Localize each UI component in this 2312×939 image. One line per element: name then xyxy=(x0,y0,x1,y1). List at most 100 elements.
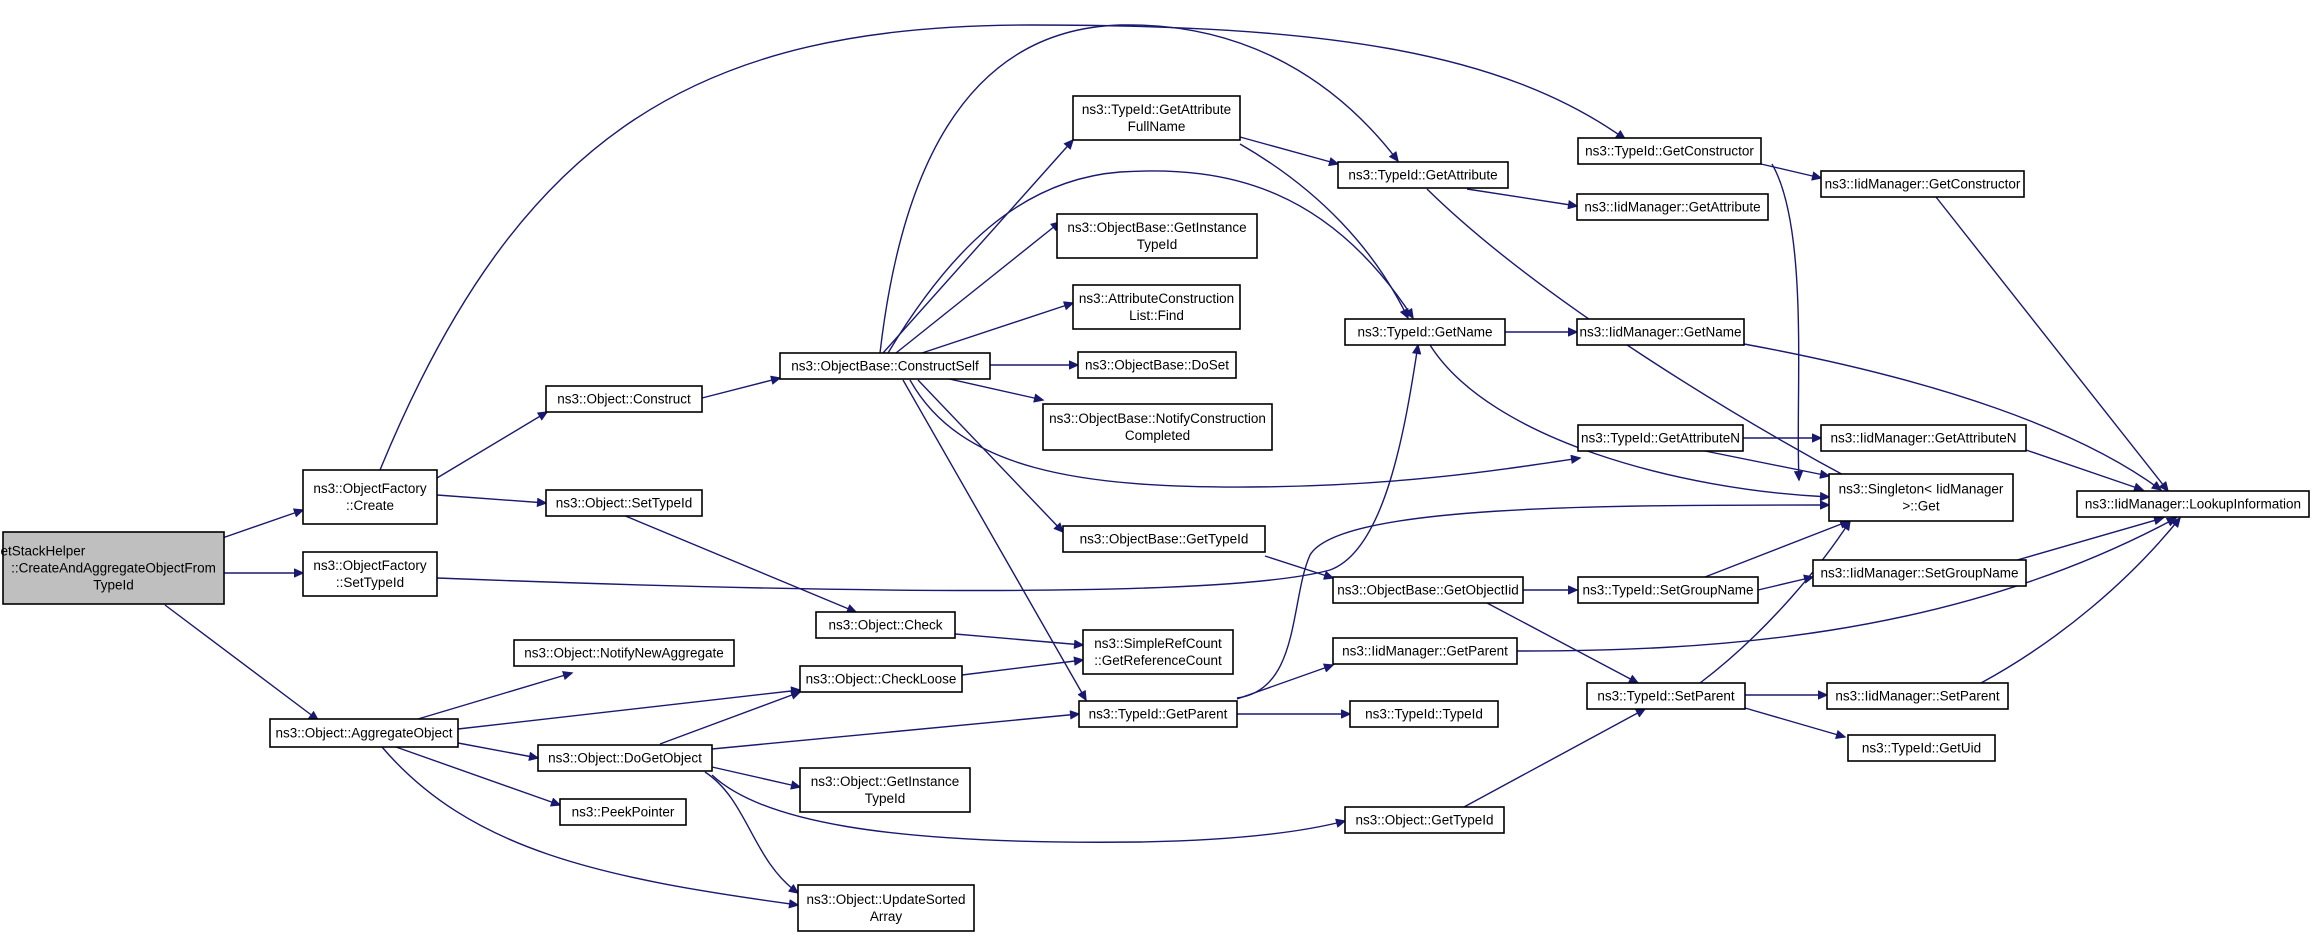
node-label-line: ::SetTypeId xyxy=(336,575,404,590)
node-obj-dogetobject[interactable]: ns3::Object::DoGetObject xyxy=(537,744,713,772)
node-label-line: ns3::InternetStackHelper xyxy=(0,544,86,559)
node-obj-gettypeid[interactable]: ns3::Object::GetTypeId xyxy=(1344,806,1505,834)
edge-objectfactory-create-to-typeid-getconstructor xyxy=(379,24,1625,471)
edge-constructself-to-typeid-getattribute xyxy=(879,24,1398,354)
node-box xyxy=(1576,318,1745,346)
node-tid-getname[interactable]: ns3::TypeId::GetName xyxy=(1344,318,1506,346)
node-label-line: ns3::IidManager::GetAttribute xyxy=(1584,200,1760,215)
node-iid-setgroupname[interactable]: ns3::IidManager::SetGroupName xyxy=(1812,559,2027,587)
edge-constructself-to-acl-find xyxy=(921,303,1073,354)
edge-constructself-to-ob-notifyconstruction xyxy=(944,377,1043,400)
node-tid-getattributen[interactable]: ns3::TypeId::GetAttributeN xyxy=(1577,424,1744,452)
node-label-line: ns3::Object::UpdateSorted xyxy=(806,892,965,907)
node-obj-construct[interactable]: ns3::Object::Construct xyxy=(545,385,703,413)
node-of-create[interactable]: ns3::ObjectFactory::Create xyxy=(302,469,438,525)
node-box xyxy=(545,489,703,517)
edge-iid-setgroupname-to-lookupinformation xyxy=(1999,518,2163,566)
node-tid-setgroupname[interactable]: ns3::TypeId::SetGroupName xyxy=(1577,576,1759,604)
node-iid-getattribute[interactable]: ns3::IidManager::GetAttribute xyxy=(1576,193,1769,221)
node-ob-notifyconstr[interactable]: ns3::ObjectBase::NotifyConstructionCompl… xyxy=(1042,403,1273,451)
edge-iid-getattributen-to-lookupinformation xyxy=(2025,449,2143,490)
node-tid-getparent[interactable]: ns3::TypeId::GetParent xyxy=(1078,700,1238,728)
node-iid-getparent[interactable]: ns3::IidManager::GetParent xyxy=(1332,637,1518,665)
edge-typeid-getparent-to-singleton-get xyxy=(1236,505,1829,699)
node-obj-notifynewagg[interactable]: ns3::Object::NotifyNewAggregate xyxy=(513,639,735,667)
edge-object-checkloose-to-getreferencecount xyxy=(961,660,1083,676)
node-ob-getobjectiid[interactable]: ns3::ObjectBase::GetObjectIid xyxy=(1332,576,1524,604)
node-singleton-get[interactable]: ns3::Singleton< IidManager >::Get xyxy=(1828,473,2014,522)
node-label-line: ns3::TypeId::TypeId xyxy=(1365,707,1483,722)
node-box xyxy=(1828,473,2014,522)
node-tid-getconstructor[interactable]: ns3::TypeId::GetConstructor xyxy=(1577,137,1762,165)
node-box xyxy=(1344,318,1506,346)
node-obj-settypeid[interactable]: ns3::Object::SetTypeId xyxy=(545,489,703,517)
edge-aggregateobject-to-peekpointer xyxy=(395,746,560,805)
node-box xyxy=(815,611,956,639)
edge-iid-getconstructor-to-lookupinformation xyxy=(1935,196,2168,491)
node-src-getrefcount[interactable]: ns3::SimpleRefCount::GetReferenceCount xyxy=(1082,629,1234,675)
node-of-settypeid[interactable]: ns3::ObjectFactory::SetTypeId xyxy=(302,551,438,597)
node-label-line: TypeId xyxy=(93,578,134,593)
node-box xyxy=(1812,559,2027,587)
edge-setgroupname-to-singleton-get xyxy=(1704,521,1849,578)
edge-object-settypeid-to-object-check xyxy=(622,514,856,612)
node-label-line: ns3::ObjectFactory xyxy=(313,558,427,573)
edge-getattributefullname-to-getname xyxy=(1239,143,1408,318)
node-tid-getattribute[interactable]: ns3::TypeId::GetAttribute xyxy=(1337,161,1509,189)
node-box xyxy=(1062,525,1266,553)
node-tid-getuid[interactable]: ns3::TypeId::GetUid xyxy=(1847,734,1996,762)
node-label-line: ns3::ObjectBase::GetInstance xyxy=(1067,220,1246,235)
node-iid-getname[interactable]: ns3::IidManager::GetName xyxy=(1576,318,1745,346)
edge-getattributen-to-singleton-get xyxy=(1699,449,1829,476)
node-box xyxy=(1577,424,1744,452)
node-label-line: ns3::IidManager::GetParent xyxy=(1342,644,1508,659)
node-label-line: ns3::TypeId::SetParent xyxy=(1597,689,1735,704)
node-box xyxy=(1072,95,1241,141)
edge-iid-getname-to-lookupinformation xyxy=(1743,343,2161,490)
node-ob-gettypeid[interactable]: ns3::ObjectBase::GetTypeId xyxy=(1062,525,1266,553)
node-box xyxy=(1820,170,2025,198)
edge-object-gettypeid-to-setparent xyxy=(1463,709,1645,808)
node-label-line: ns3::ObjectBase::GetObjectIid xyxy=(1337,583,1519,598)
node-iid-setparent[interactable]: ns3::IidManager::SetParent xyxy=(1826,682,2009,710)
node-label-line: ns3::ObjectBase::GetTypeId xyxy=(1080,532,1249,547)
edge-getconstructor-to-iid-getconstructor xyxy=(1760,163,1821,178)
node-label-line: ns3::Object::AggregateObject xyxy=(275,726,452,741)
node-label-line: ns3::ObjectFactory xyxy=(313,481,427,496)
node-tid-setparent[interactable]: ns3::TypeId::SetParent xyxy=(1586,682,1746,710)
node-obj-checkloose[interactable]: ns3::Object::CheckLoose xyxy=(799,665,963,693)
node-label-line: TypeId xyxy=(865,791,906,806)
node-obj-aggregate[interactable]: ns3::Object::AggregateObject xyxy=(269,718,459,748)
edge-setparent-to-singleton-get xyxy=(1699,521,1850,684)
node-box xyxy=(1349,700,1499,728)
node-label-line: TypeId xyxy=(1137,237,1178,252)
edge-object-check-to-getreferencecount xyxy=(954,633,1083,645)
node-iid-getconstructor[interactable]: ns3::IidManager::GetConstructor xyxy=(1820,170,2025,198)
node-label-line: ns3::Object::Construct xyxy=(557,392,691,407)
edge-getobjectiid-to-setparent xyxy=(1486,602,1638,683)
node-iid-lookupinfo[interactable]: ns3::IidManager::LookupInformation xyxy=(2076,490,2310,518)
node-box xyxy=(537,744,713,772)
edge-constructself-to-typeid-getname xyxy=(887,170,1413,354)
node-obj-check[interactable]: ns3::Object::Check xyxy=(815,611,956,639)
node-box xyxy=(1072,284,1241,330)
edge-aggregateobject-to-checkloose xyxy=(457,690,800,730)
node-iid-getattributen[interactable]: ns3::IidManager::GetAttributeN xyxy=(1820,424,2027,452)
node-box xyxy=(779,352,991,380)
node-ob-constructself[interactable]: ns3::ObjectBase::ConstructSelf xyxy=(779,352,991,380)
edge-dogetobject-to-updatesortedarray xyxy=(704,771,798,893)
node-box xyxy=(797,884,975,932)
node-label-line: ns3::Object::CheckLoose xyxy=(806,672,957,687)
node-label-line: ns3::Object::NotifyNewAggregate xyxy=(524,646,724,661)
node-peekpointer[interactable]: ns3::PeekPointer xyxy=(559,798,687,826)
node-box xyxy=(1078,700,1238,728)
node-label-line: ns3::Object::GetTypeId xyxy=(1355,813,1493,828)
node-label-line: ns3::PeekPointer xyxy=(572,805,675,820)
node-ob-doset[interactable]: ns3::ObjectBase::DoSet xyxy=(1077,351,1237,379)
node-tid-typeid[interactable]: ns3::TypeId::TypeId xyxy=(1349,700,1499,728)
